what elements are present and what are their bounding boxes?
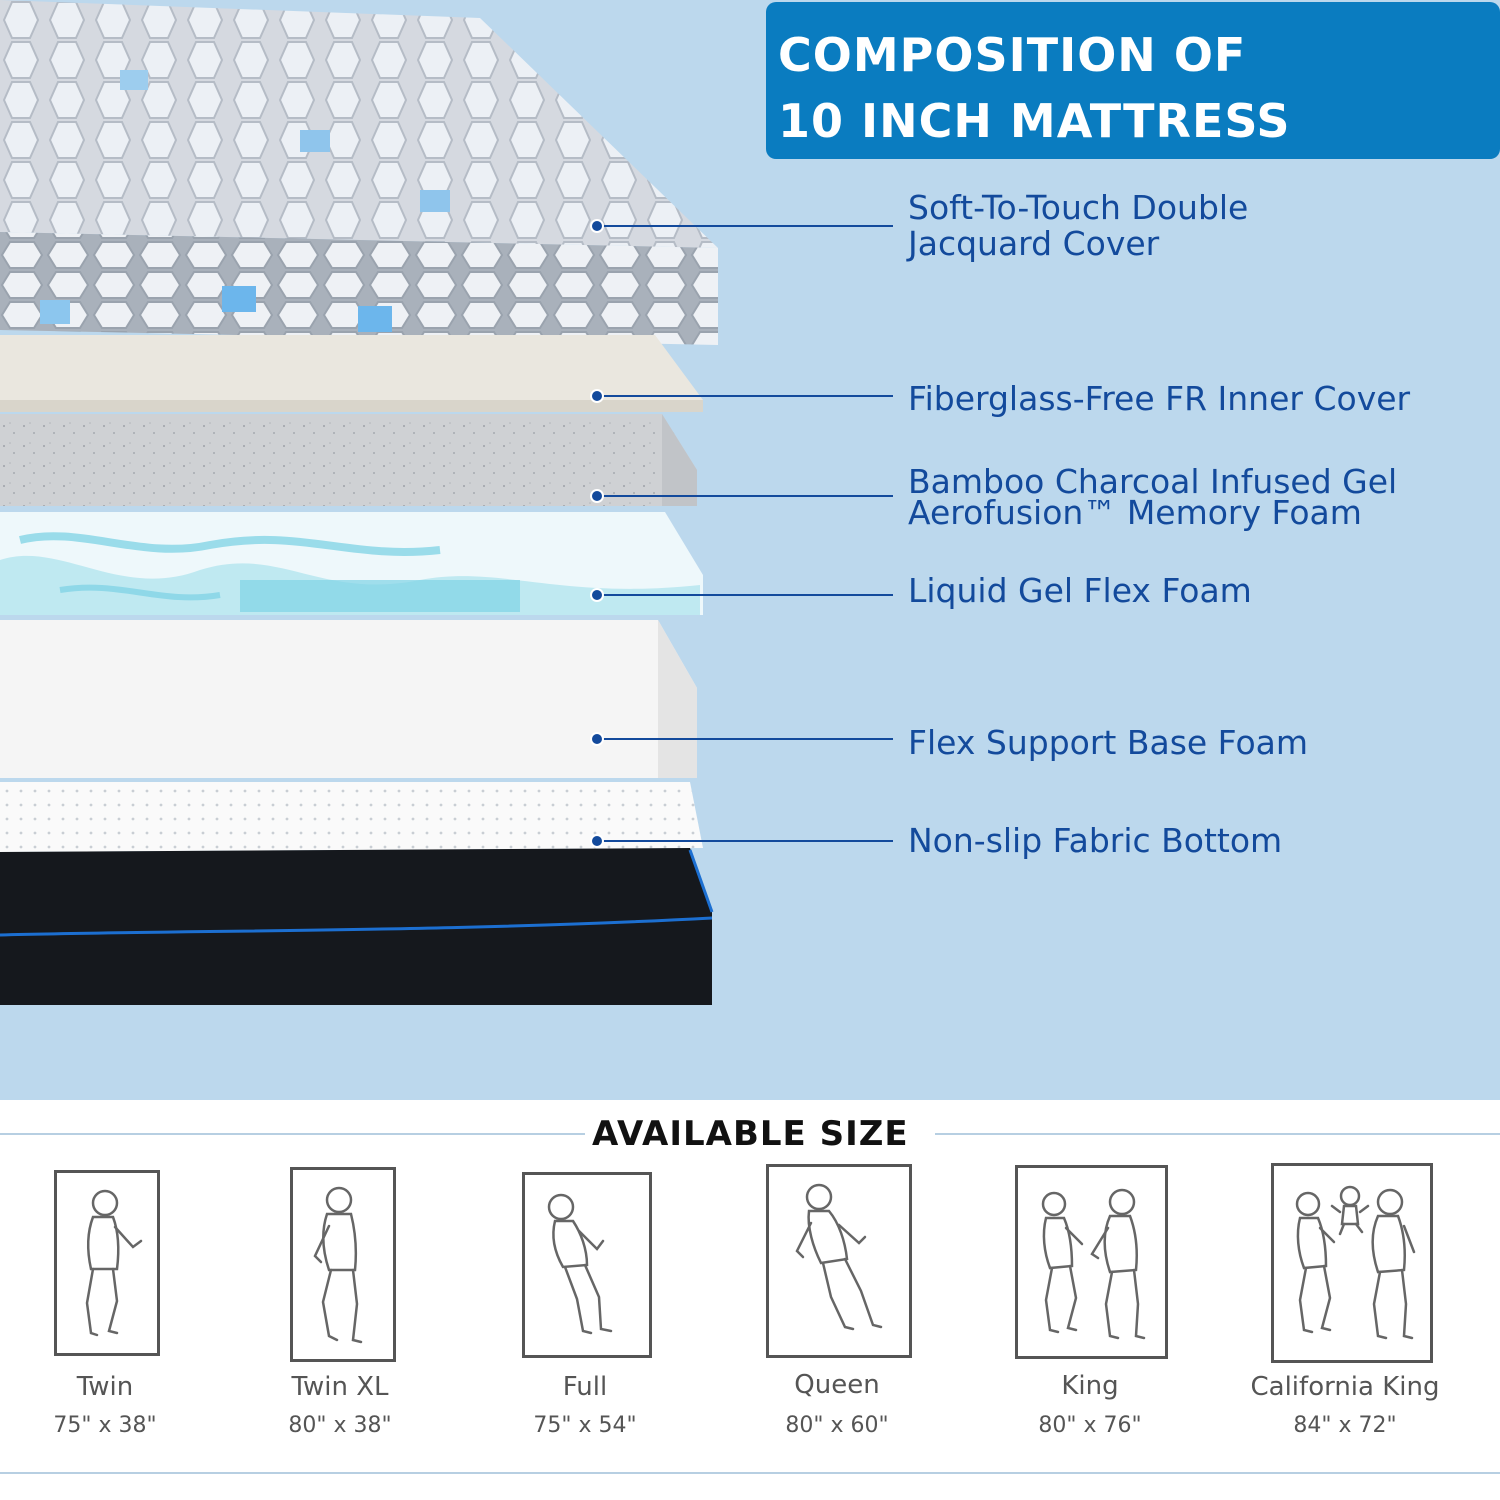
bed-outline-icon <box>1271 1163 1433 1363</box>
bed-outline-icon <box>54 1170 160 1356</box>
size-name: King <box>1061 1371 1119 1401</box>
size-name: Twin <box>76 1372 134 1402</box>
layer-label-line: Flex Support Base Foam <box>908 723 1309 762</box>
layer-label-line: Liquid Gel Flex Foam <box>908 571 1252 610</box>
couple-sleepers-icon <box>1041 1188 1146 1340</box>
available-size-section: AVAILABLE SIZE Twin 75" x 38" <box>0 1100 1500 1500</box>
size-name: California King <box>1250 1372 1440 1402</box>
title-line-2: 10 INCH MATTRESS <box>778 94 1291 148</box>
jacquard-cover-layer <box>0 0 718 345</box>
layer-label-line: Bamboo Charcoal Infused Gel <box>908 462 1398 501</box>
layer-label-line: Fiberglass-Free FR Inner Cover <box>908 379 1411 418</box>
size-dimensions: 80" x 76" <box>1038 1413 1142 1438</box>
layer-label-fabric-bottom: Non-slip Fabric Bottom <box>908 823 1282 859</box>
title-line-1: COMPOSITION OF <box>778 28 1247 82</box>
single-sleeper-icon <box>547 1193 613 1335</box>
layer-label-fr-inner-cover: Fiberglass-Free FR Inner Cover <box>908 381 1410 417</box>
size-name: Twin XL <box>291 1372 389 1402</box>
gel-flex-foam-layer <box>0 512 703 615</box>
section-divider <box>0 1133 585 1135</box>
bed-outline-icon <box>522 1172 652 1358</box>
single-sleeper-icon <box>85 1189 143 1337</box>
single-sleeper-icon <box>795 1183 883 1331</box>
layer-label-line: Soft-To-Touch Double <box>908 188 1249 227</box>
size-dimensions: 80" x 60" <box>785 1413 889 1438</box>
section-divider <box>0 1472 1500 1474</box>
title-banner: COMPOSITION OF 10 INCH MATTRESS <box>766 2 1500 159</box>
bed-outline-icon <box>1015 1165 1168 1359</box>
layer-label-gel-flex-foam: Liquid Gel Flex Foam <box>908 573 1252 609</box>
family-sleepers-icon <box>1295 1185 1416 1340</box>
size-name: Queen <box>794 1370 880 1400</box>
bed-outline-icon <box>766 1164 912 1358</box>
layer-label-jacquard-cover: Soft-To-Touch Double Jacquard Cover <box>908 190 1248 262</box>
memory-foam-layer <box>0 414 697 506</box>
base-foam-layer <box>0 620 697 778</box>
size-dimensions: 75" x 54" <box>533 1413 637 1438</box>
layer-label-line: Jacquard Cover <box>908 224 1160 263</box>
layer-label-base-foam: Flex Support Base Foam <box>908 725 1308 761</box>
size-name: Full <box>562 1372 608 1402</box>
size-dimensions: 84" x 72" <box>1293 1413 1397 1438</box>
composition-panel: COMPOSITION OF 10 INCH MATTRESS Soft-To-… <box>0 0 1500 1100</box>
single-sleeper-icon <box>313 1186 363 1344</box>
bed-outline-icon <box>290 1167 396 1362</box>
layer-label-line: Non-slip Fabric Bottom <box>908 821 1283 860</box>
fabric-bottom-layer <box>0 782 714 1005</box>
size-dimensions: 80" x 38" <box>288 1413 392 1438</box>
section-divider <box>935 1133 1500 1135</box>
available-size-title: AVAILABLE SIZE <box>588 1114 913 1154</box>
fr-inner-cover-layer <box>0 335 703 412</box>
size-dimensions: 75" x 38" <box>53 1413 157 1438</box>
mattress-layers-illustration <box>0 0 893 1005</box>
layer-label-memory-foam: Bamboo Charcoal Infused Gel Aerofusion™ … <box>908 462 1398 532</box>
leader-lines <box>590 219 893 848</box>
layer-label-line: Aerofusion™ Memory Foam <box>908 493 1362 532</box>
